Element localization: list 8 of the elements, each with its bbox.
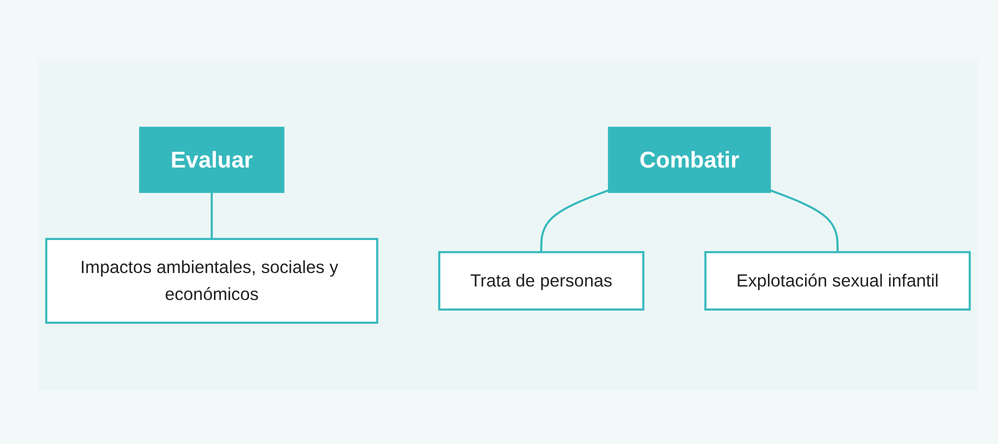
node-box: Trata de personas: [438, 251, 644, 311]
node-box: Explotación sexual infantil: [704, 251, 971, 311]
node-box: Evaluar: [139, 126, 284, 193]
connector: [210, 192, 213, 239]
node-box: Combatir: [608, 126, 771, 193]
connector: [770, 189, 839, 252]
node-box: Impactos ambientales, sociales y económicos: [45, 238, 378, 324]
connector: [540, 189, 609, 252]
